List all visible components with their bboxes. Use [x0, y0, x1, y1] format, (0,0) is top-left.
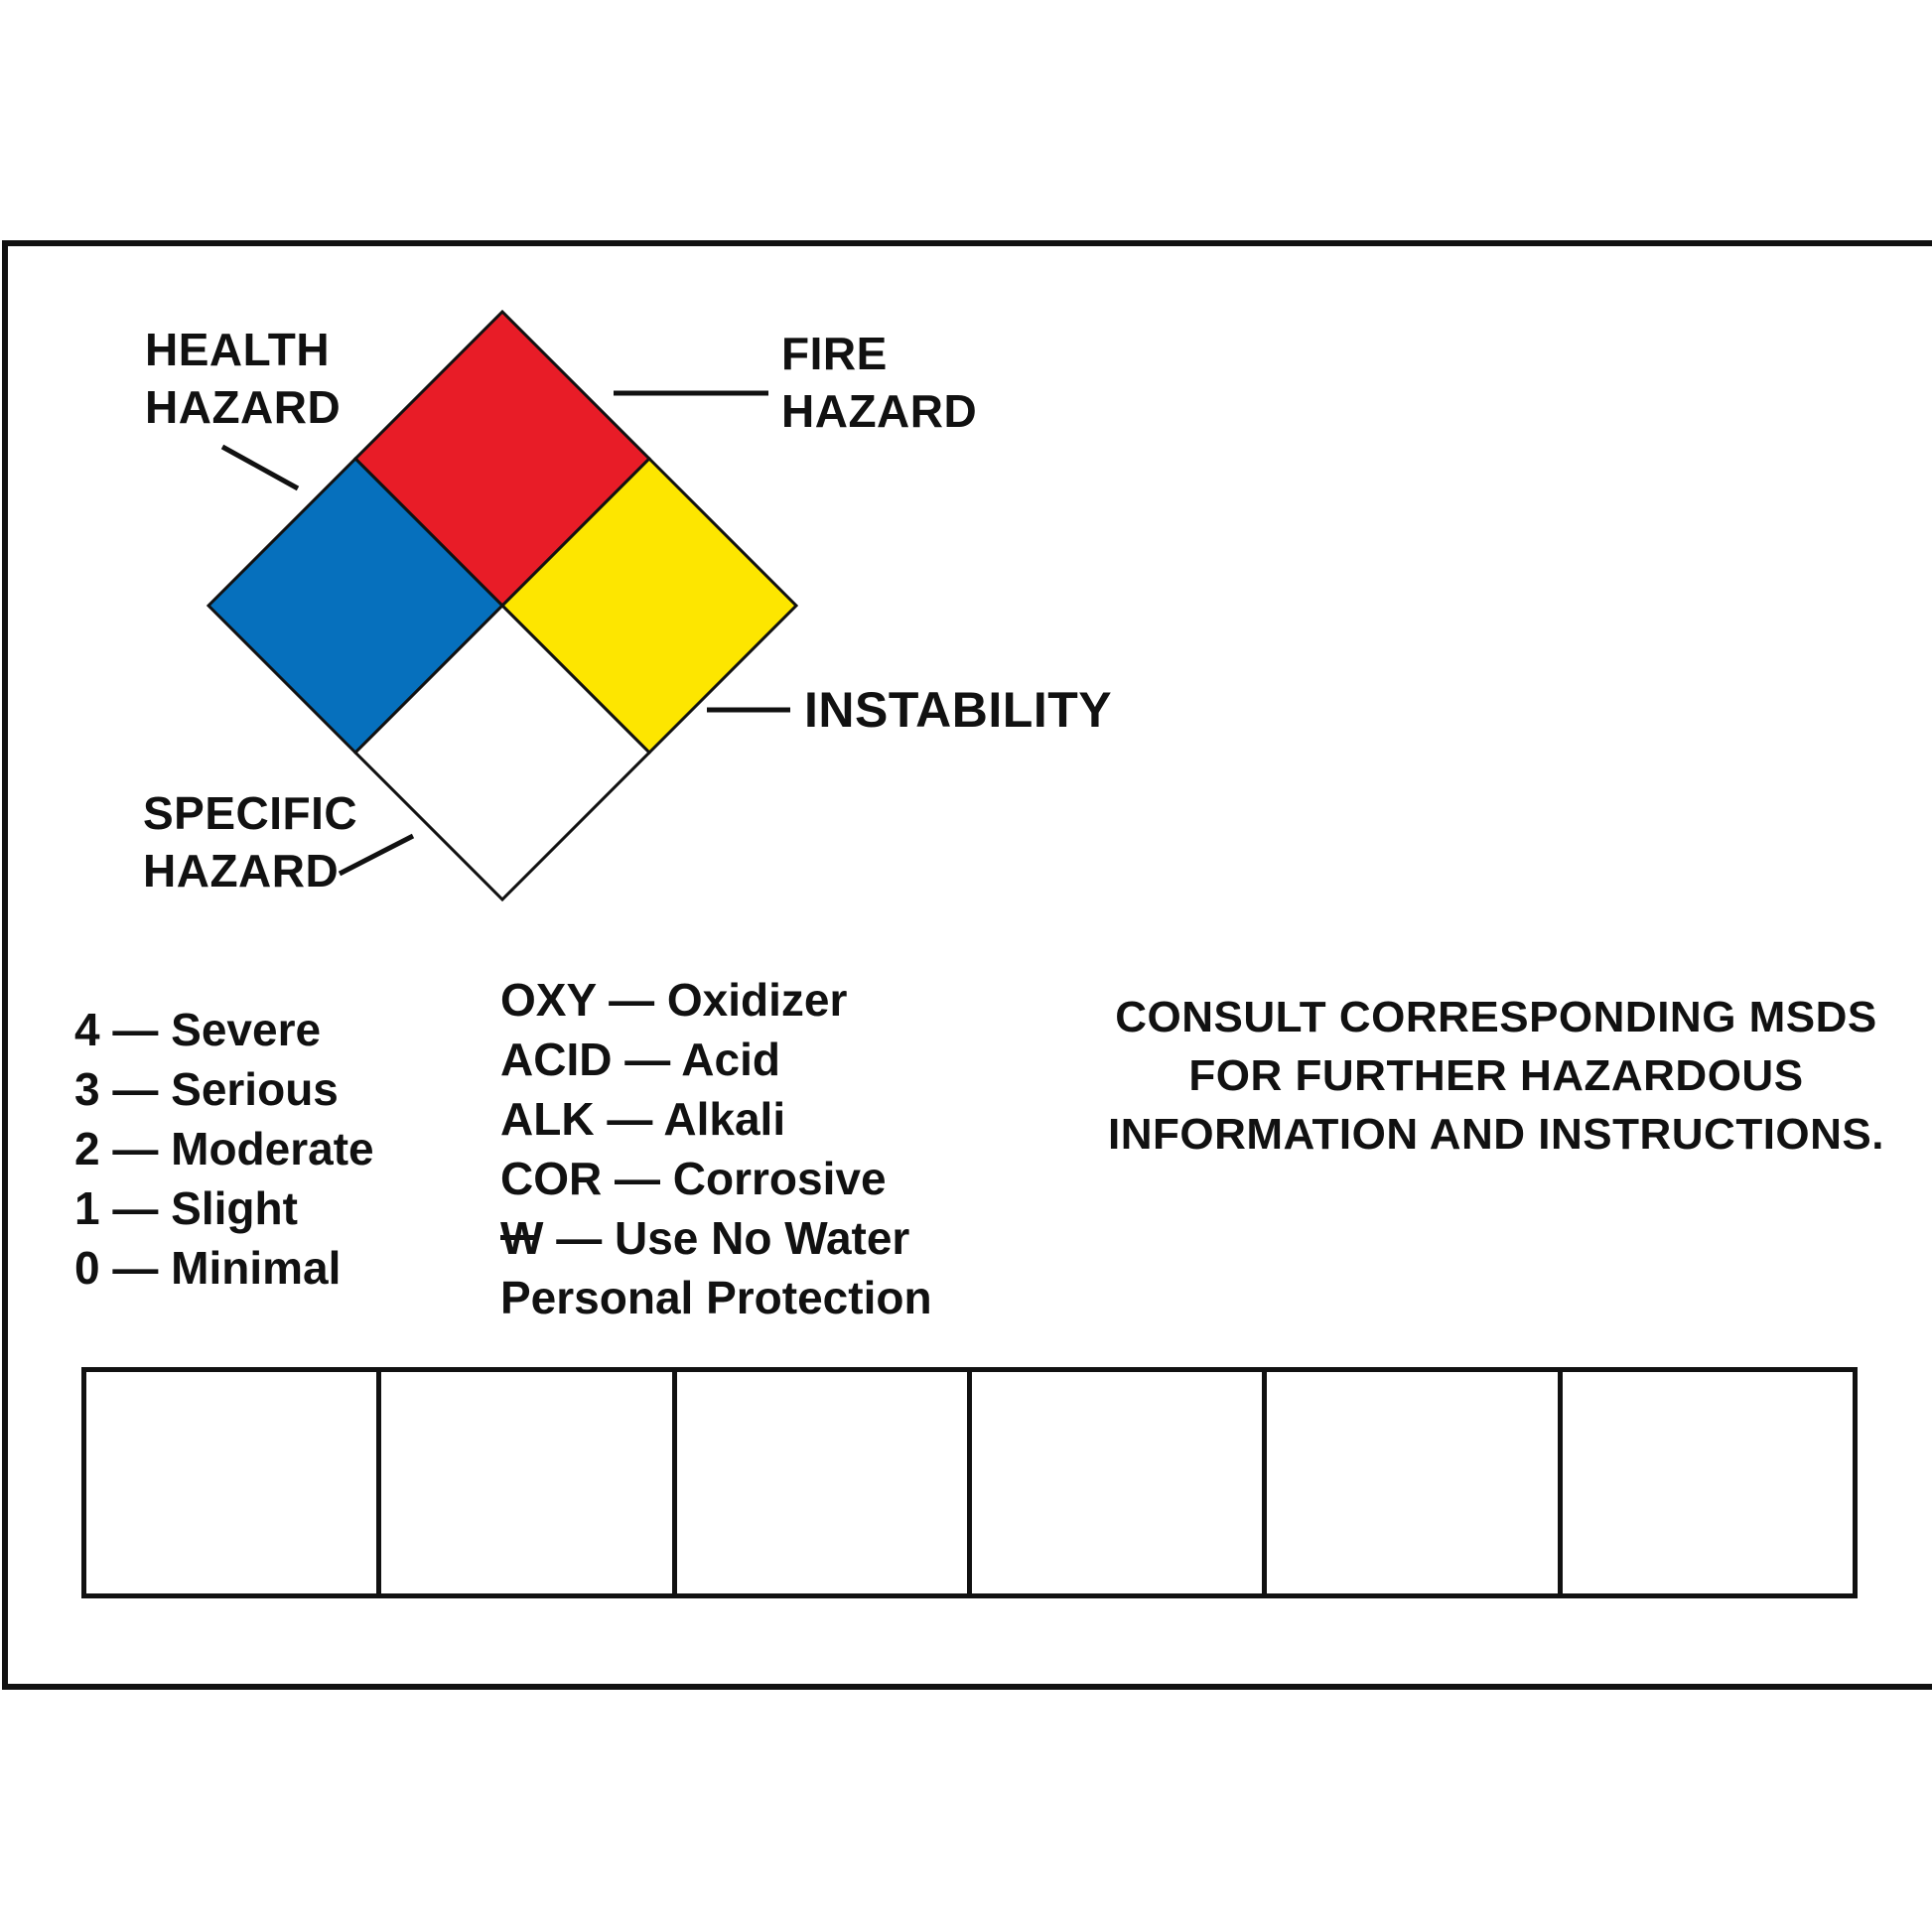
consult-msds-note: CONSULT CORRESPONDING MSDS FOR FURTHER H…	[1074, 988, 1918, 1164]
specific-label-line1: SPECIFIC	[143, 787, 358, 839]
ppe-box[interactable]	[381, 1372, 677, 1593]
health-leader-line	[220, 444, 300, 491]
special-ppe: Personal Protection	[500, 1272, 932, 1323]
ppe-box[interactable]	[86, 1372, 382, 1593]
ppe-box-row	[81, 1367, 1858, 1598]
special-water-text: W — Use No Water	[500, 1212, 910, 1264]
fire-label-line2: HAZARD	[781, 385, 978, 437]
rating-legend: 4 — Severe 3 — Serious 2 — Moderate 1 — …	[74, 1000, 374, 1298]
special-hazard-legend: OXY — Oxidizer ACID — Acid ALK — Alkali …	[500, 970, 932, 1327]
specific-label-line2: HAZARD	[143, 845, 340, 897]
special-alk: ALK — Alkali	[500, 1093, 786, 1145]
specific-hazard-label: SPECIFIC HAZARD	[143, 784, 357, 899]
instability-label: INSTABILITY	[804, 682, 1113, 738]
ppe-box[interactable]	[1563, 1372, 1853, 1593]
special-water: W — Use No Water	[500, 1208, 932, 1268]
ppe-box[interactable]	[677, 1372, 972, 1593]
consult-line3: INFORMATION AND INSTRUCTIONS.	[1107, 1110, 1884, 1159]
consult-line2: FOR FURTHER HAZARDOUS	[1188, 1051, 1804, 1100]
rating-1: 1 — Slight	[74, 1182, 298, 1234]
health-hazard-label: HEALTH HAZARD	[145, 321, 341, 436]
rating-4: 4 — Severe	[74, 1004, 322, 1055]
rating-0: 0 — Minimal	[74, 1242, 342, 1294]
rating-3: 3 — Serious	[74, 1063, 339, 1115]
health-label-line2: HAZARD	[145, 381, 342, 433]
health-label-line1: HEALTH	[145, 324, 331, 375]
special-oxy: OXY — Oxidizer	[500, 974, 848, 1026]
specific-leader-line	[338, 833, 415, 877]
rating-2: 2 — Moderate	[74, 1123, 374, 1174]
ppe-box[interactable]	[1267, 1372, 1563, 1593]
special-cor: COR — Corrosive	[500, 1153, 887, 1204]
ppe-box[interactable]	[972, 1372, 1268, 1593]
fire-label-line1: FIRE	[781, 328, 888, 379]
fire-hazard-label: FIRE HAZARD	[781, 325, 977, 440]
special-acid: ACID — Acid	[500, 1034, 780, 1085]
specific-quadrant	[352, 603, 652, 902]
consult-line1: CONSULT CORRESPONDING MSDS	[1115, 993, 1877, 1041]
no-water-strike-icon	[500, 1235, 538, 1240]
